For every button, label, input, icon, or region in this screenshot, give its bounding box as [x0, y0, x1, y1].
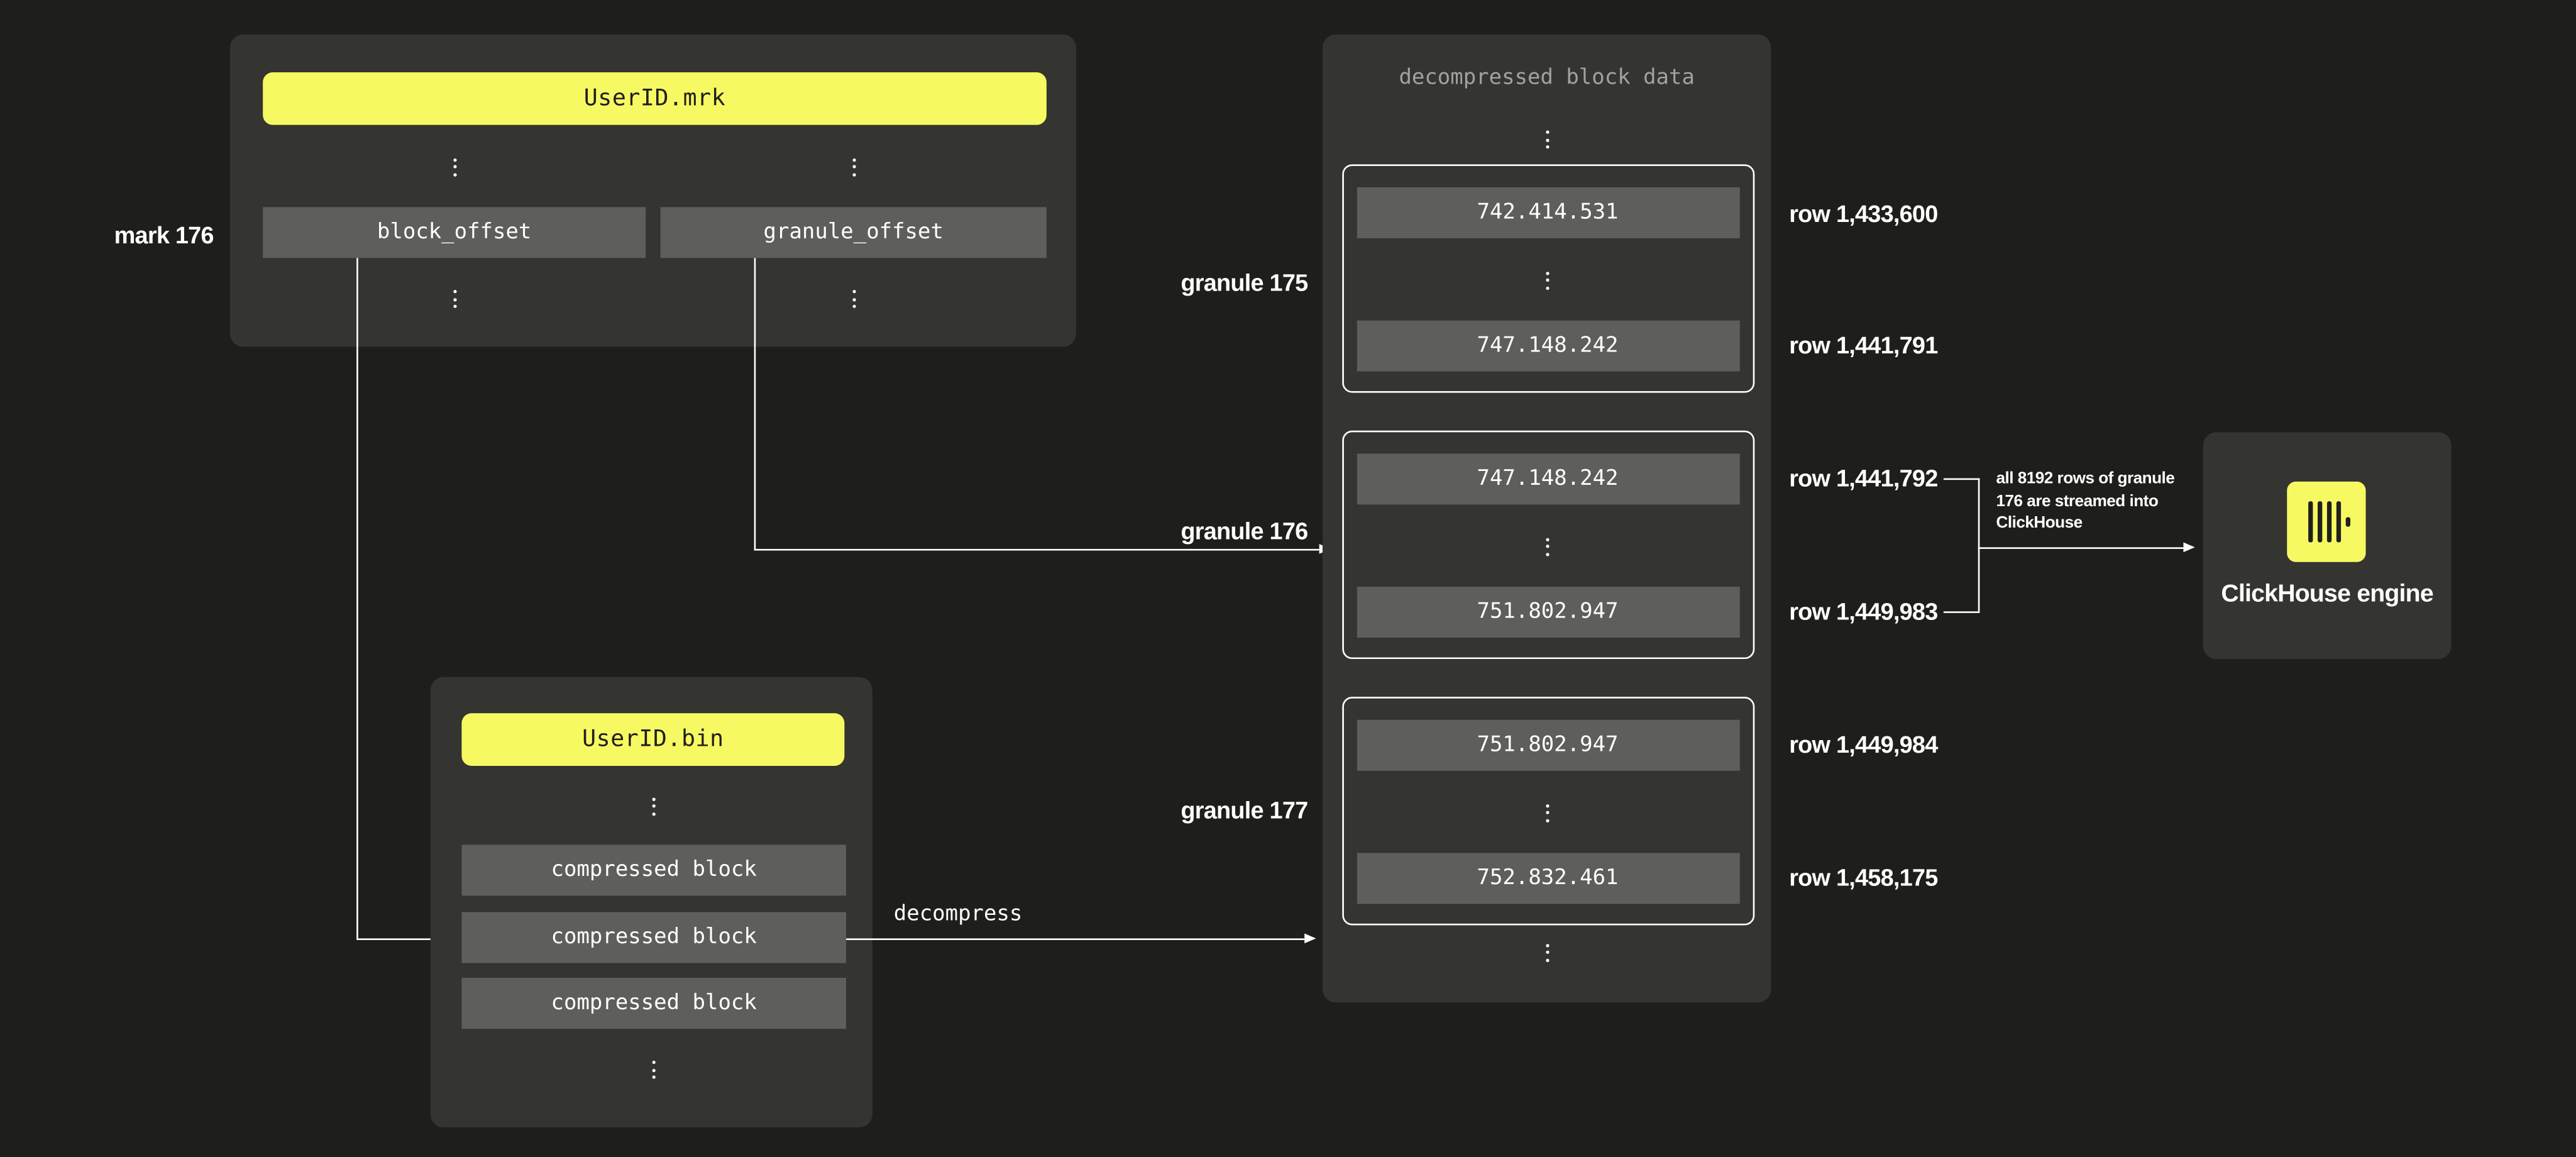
- mrk-file-header: UserID.mrk: [263, 72, 1047, 125]
- granule-value-cell: 747.148.242: [1356, 453, 1739, 505]
- vertical-ellipsis-icon: [453, 290, 456, 309]
- granule-value-cell: 751.802.947: [1356, 587, 1739, 638]
- granule-value-cell: 751.802.947: [1356, 719, 1739, 771]
- granule-label: granule 175: [1181, 271, 1308, 298]
- compressed-block-cell: compressed block: [461, 844, 847, 896]
- vertical-ellipsis-icon: [1545, 803, 1549, 822]
- stream-annotation-line: 176 are streamed into: [1996, 492, 2159, 511]
- vertical-ellipsis-icon: [1545, 943, 1549, 962]
- vertical-ellipsis-icon: [1545, 270, 1549, 290]
- vertical-ellipsis-icon: [1545, 130, 1549, 149]
- row-label: row 1,449,983: [1789, 599, 1938, 626]
- row-label: row 1,441,792: [1789, 465, 1938, 492]
- stream-bracket: [1943, 477, 1979, 479]
- stream-bracket: [1943, 611, 1979, 612]
- granule-value-cell: 747.148.242: [1356, 320, 1739, 372]
- clickhouse-logo-icon: [2287, 480, 2366, 562]
- vertical-ellipsis-icon: [852, 157, 856, 176]
- row-label: row 1,449,984: [1789, 732, 1938, 759]
- granule-value-cell: 742.414.531: [1356, 187, 1739, 238]
- block-offset-connector-line: [356, 938, 443, 939]
- granule-box-177: [1341, 697, 1754, 926]
- bin-file-header: UserID.bin: [461, 713, 845, 766]
- granule-offset-cell: granule_offset: [660, 207, 1047, 258]
- block-offset-connector-line: [356, 258, 359, 939]
- stream-annotation: all 8192 rows of granule 176 are streame…: [1996, 468, 2175, 536]
- vertical-ellipsis-icon: [651, 797, 655, 816]
- stream-annotation-line: ClickHouse: [1996, 515, 2083, 533]
- vertical-ellipsis-icon: [651, 1060, 655, 1080]
- row-label: row 1,441,791: [1789, 333, 1938, 360]
- granule-offset-connector-line: [754, 258, 756, 551]
- granule-offset-connector-line: [754, 549, 1319, 551]
- stream-arrow: [1978, 547, 2184, 549]
- row-label: row 1,458,175: [1789, 865, 1938, 892]
- decompress-arrow: [846, 938, 1305, 939]
- vertical-ellipsis-icon: [852, 290, 856, 309]
- arrowhead-icon: [2183, 542, 2195, 552]
- stream-annotation-line: all 8192 rows of granule: [1996, 469, 2175, 488]
- stream-bracket: [1978, 477, 1979, 612]
- compressed-block-cell: compressed block: [461, 978, 847, 1029]
- compressed-block-cell: compressed block: [461, 912, 847, 963]
- granule-value-cell: 752.832.461: [1356, 853, 1739, 904]
- granule-label: granule 176: [1181, 519, 1308, 546]
- granule-label: granule 177: [1181, 799, 1308, 826]
- arrowhead-icon: [1303, 933, 1316, 943]
- mark-176-label: mark 176: [114, 223, 214, 249]
- granule-box-176: [1341, 430, 1754, 660]
- clickhouse-engine-label: ClickHouse engine: [2221, 580, 2433, 609]
- decompressed-panel-title: decompressed block data: [1399, 65, 1695, 91]
- row-label: row 1,433,600: [1789, 201, 1938, 228]
- decompress-label: decompress: [893, 902, 1023, 927]
- granule-box-175: [1341, 164, 1754, 393]
- vertical-ellipsis-icon: [1545, 537, 1549, 556]
- block-offset-cell: block_offset: [263, 207, 646, 258]
- vertical-ellipsis-icon: [453, 157, 456, 176]
